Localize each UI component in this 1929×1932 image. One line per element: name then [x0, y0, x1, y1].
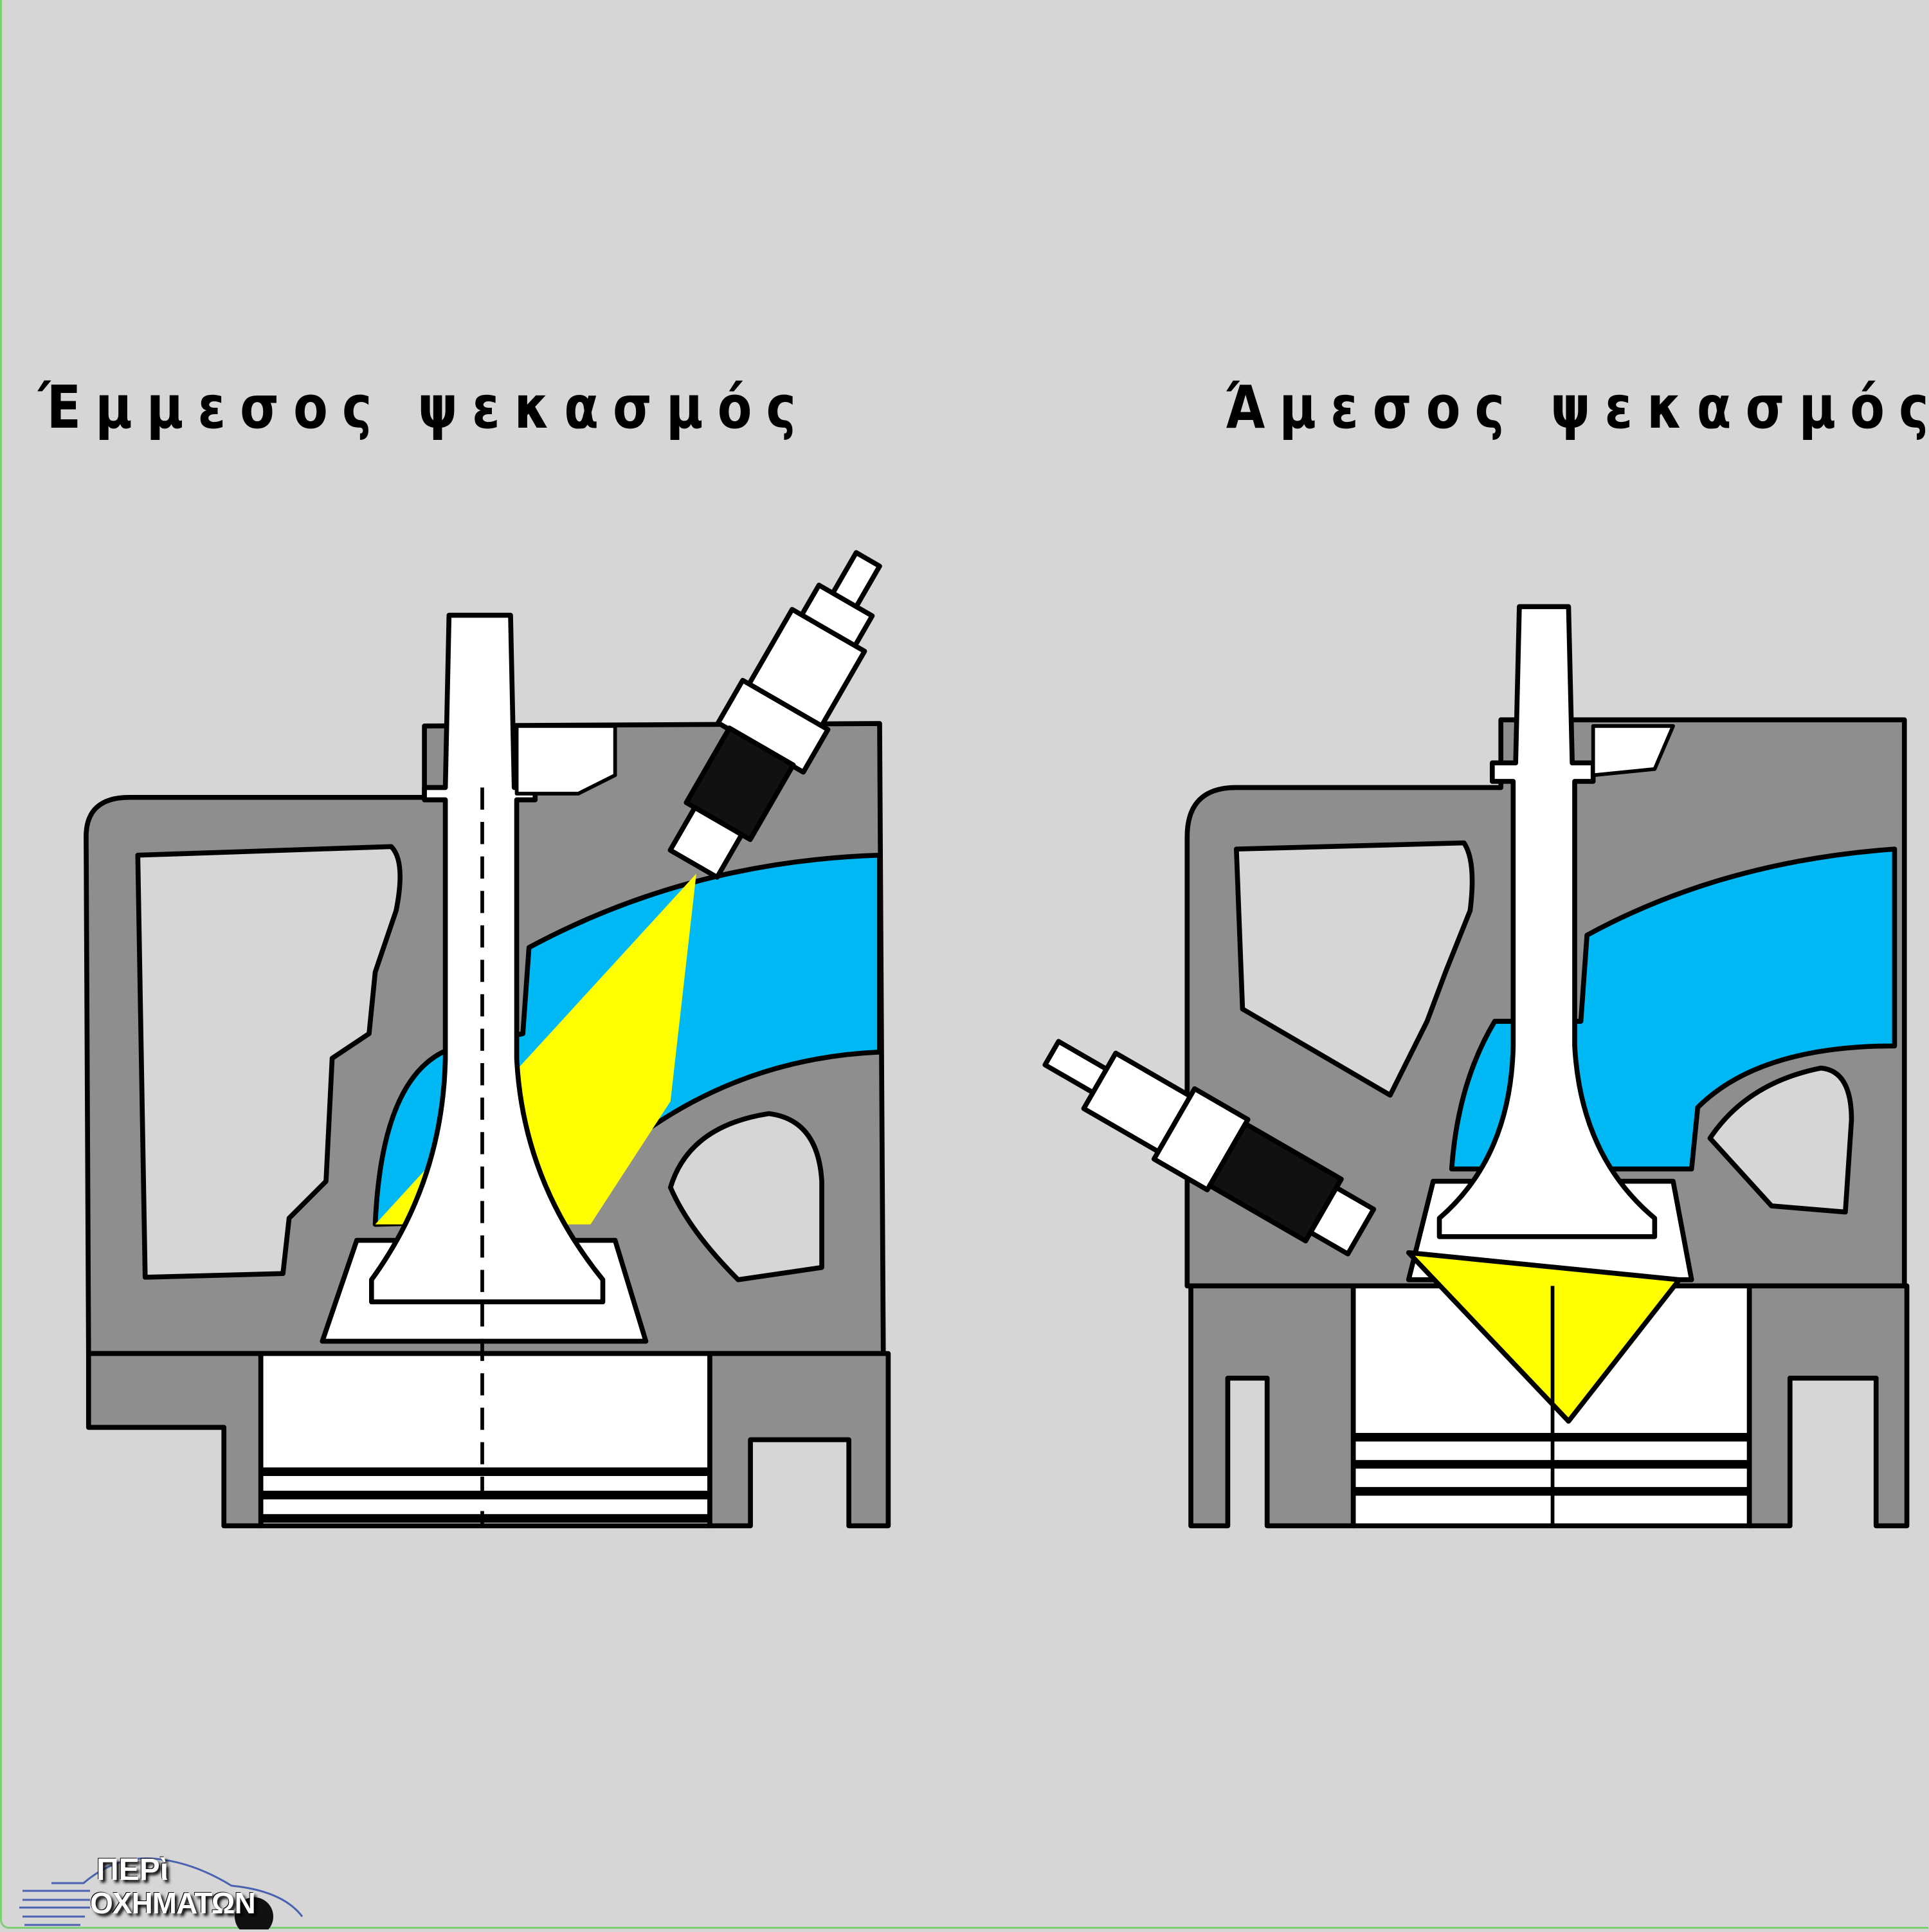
coolant-passage — [667, 1111, 824, 1282]
indirect-injection-diagram — [84, 550, 891, 1529]
water-jacket — [135, 844, 403, 1280]
rocker-cover-gap — [514, 724, 617, 796]
water-jacket — [1234, 840, 1475, 1098]
fuel-injector — [1042, 1039, 1377, 1257]
fuel-spray-cone — [1406, 1250, 1682, 1424]
cylinder-bore — [258, 1351, 712, 1529]
intake-valve — [368, 612, 606, 1305]
intake-valve — [1436, 604, 1658, 1239]
logo-line-2: ΟΧΗΜΑΤΩΝ — [90, 1886, 256, 1920]
cylinder-walls — [86, 1351, 891, 1529]
direct-injection-title: Άμεσος ψεκασμός — [1225, 373, 1929, 442]
steering-wheel-icon — [235, 1897, 273, 1932]
fuel-injector — [667, 550, 882, 880]
rocker-cover-gap — [1591, 724, 1675, 778]
piston-rings — [260, 1467, 710, 1523]
indirect-injection-title: Έμμεσος ψεκασμός — [39, 373, 810, 442]
car-outline-icon — [19, 1857, 303, 1932]
cylinder-walls — [1188, 1283, 1910, 1529]
logo-line-1: ΠΕΡὶ — [96, 1853, 169, 1887]
peri-oximaton-logo: ΠΕΡὶ ΟΧΗΜΑΤΩΝ — [13, 1827, 309, 1932]
direct-injection-diagram — [1042, 604, 1910, 1529]
coolant-passage — [1707, 1065, 1854, 1215]
